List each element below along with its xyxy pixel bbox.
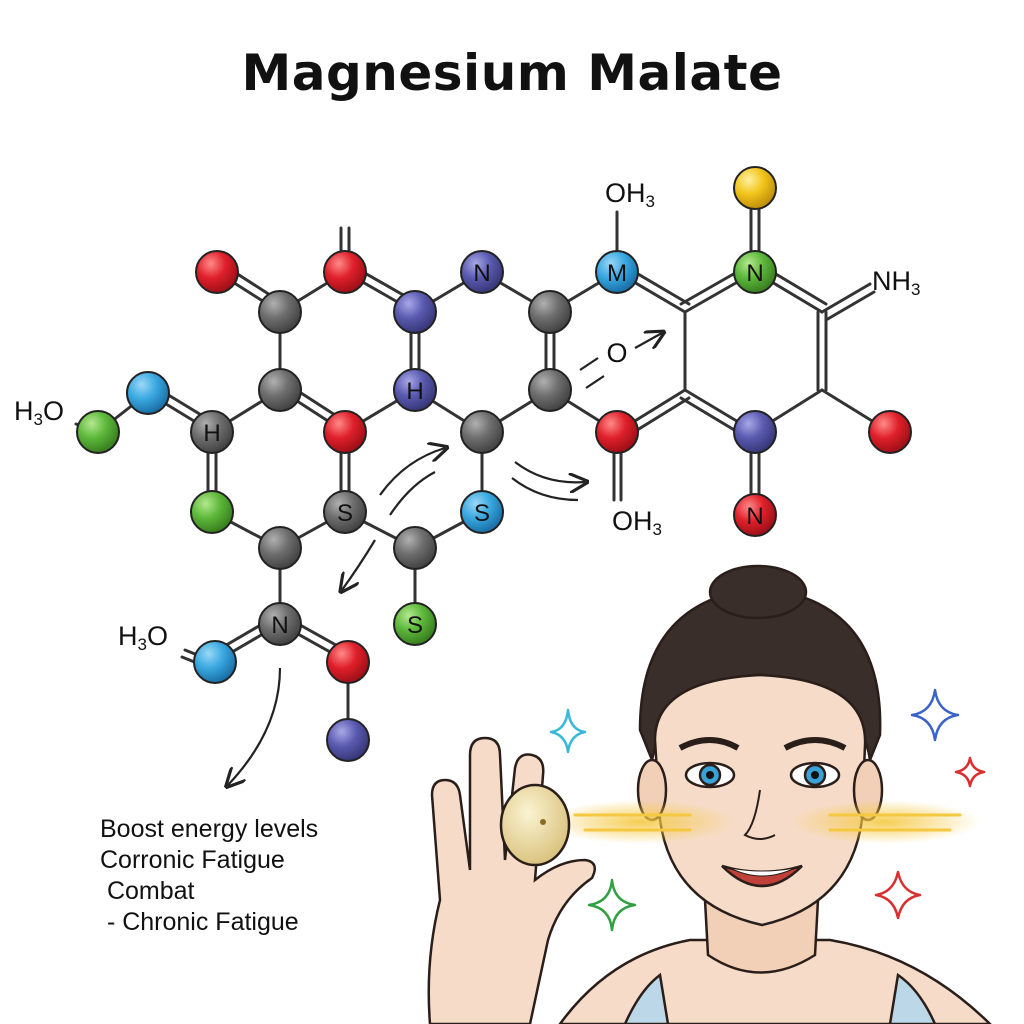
blue-atom [126,371,170,415]
atom-label-o: O [606,338,627,368]
shoulders [558,938,992,1024]
page-title: Magnesium Malate [241,44,783,102]
carbon-atom [190,410,234,454]
yellow-atom [733,166,777,210]
note-line: Combat [100,877,195,905]
carbon-atom [528,368,572,412]
nitrogen-atom [393,368,437,412]
atom-labels: N M N H H S S S N N O [203,260,763,639]
reaction-arrows [228,333,662,785]
blue-atom [595,250,639,294]
carbon-atom [258,602,302,646]
pupil [811,771,819,779]
atom-label-s: S [474,500,490,527]
atom-label-h: H [203,420,220,447]
green-atom [393,602,437,646]
group-label-h3o-bottom: H3O [118,621,168,654]
face [653,673,867,927]
oxygen-atom [868,410,912,454]
sparkle-icon [874,870,922,920]
nitrogen-atom [733,410,777,454]
atoms [76,166,912,762]
nitrogen-atom [326,718,370,762]
nitrogen-atom [393,290,437,334]
carbon-atom [393,526,437,570]
sparkle-icon [587,878,637,932]
green-atom [190,490,234,534]
nose [743,789,776,840]
carbon-atom [258,526,302,570]
atom-label-n: N [746,503,763,530]
eyebrow [678,737,740,751]
atom-label-h: H [406,378,423,405]
blue-atom [193,640,237,684]
note-line: Corronic Fatigue [100,846,285,874]
atom-label-s: S [337,500,353,527]
sparkle-icon [549,708,587,754]
neck [703,898,820,974]
oxygen-atom [323,250,367,294]
oxygen-atom [323,410,367,454]
group-label-h3o-left: H3O [14,396,64,429]
carbon-atom [323,490,367,534]
hand [427,736,597,1024]
note-line: Boost energy levels [100,815,319,843]
blue-atom [460,490,504,534]
atom-label-m: M [607,260,627,287]
carbon-atom [460,410,504,454]
carbon-atom [258,368,302,412]
sparkles [549,688,986,932]
pupil [706,771,714,779]
oxygen-atom [733,493,777,537]
benefit-notes: Boost energy levels Corronic Fatigue Com… [100,814,318,938]
tablet [499,783,571,867]
green-atom [733,250,777,294]
oxygen-atom [326,640,370,684]
sparkle-icon [910,688,960,742]
atom-label-n: N [746,260,763,287]
tablet-dot [540,819,546,825]
oxygen-atom [595,410,639,454]
carbon-atom [258,290,302,334]
tank-top-strap [888,972,937,1024]
group-labels: OH3 NH3 H3O H3O OH3 [14,178,920,654]
carbon-atom [528,290,572,334]
hair-bun [708,564,808,620]
oxygen-atom [195,250,239,294]
green-atom [76,410,120,454]
group-label-oh3-mid: OH3 [612,506,662,539]
sparkle-icon [954,756,986,788]
energy-glow [545,800,980,844]
woman-illustration [558,564,992,1024]
nitrogen-atom [460,250,504,294]
atom-label-n: N [271,612,288,639]
eyebrow [783,737,847,751]
atom-label-n: N [473,260,490,287]
group-label-oh3-top: OH3 [605,178,655,211]
group-label-nh3: NH3 [872,266,920,299]
teeth [729,867,796,877]
tank-top-strap [623,972,670,1024]
atom-label-s: S [407,612,423,639]
note-line: - Chronic Fatigue [100,908,299,936]
